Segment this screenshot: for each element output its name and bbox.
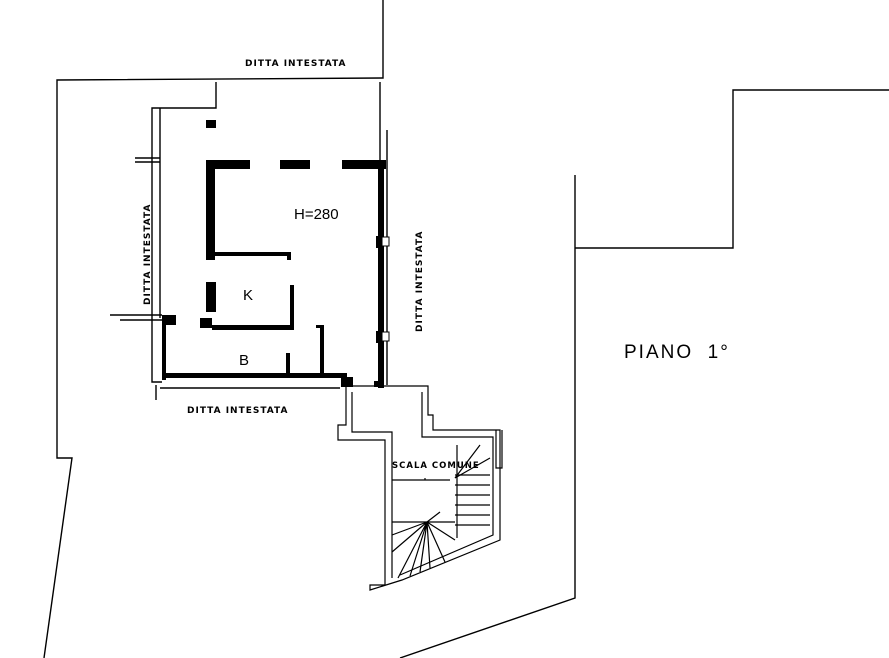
floor-label: PIANO 1° (624, 342, 730, 363)
neighbor-label-bottom: DITTA INTESTATA (187, 406, 288, 416)
stair-label: SCALA COMUNE (392, 461, 480, 471)
room-label-kitchen: K (243, 287, 253, 304)
ceiling-height-label: H=280 (294, 206, 339, 223)
room-label-bathroom: B (239, 352, 249, 369)
window-marks (381, 236, 390, 342)
neighbor-label-top: DITTA INTESTATA (245, 59, 346, 69)
staircase (337, 385, 503, 591)
neighbor-label-right: DITTA INTESTATA (415, 231, 425, 332)
outer-boundaries (43, 0, 889, 658)
apartment-walls (162, 120, 386, 388)
neighbor-label-left: DITTA INTESTATA (143, 204, 153, 305)
